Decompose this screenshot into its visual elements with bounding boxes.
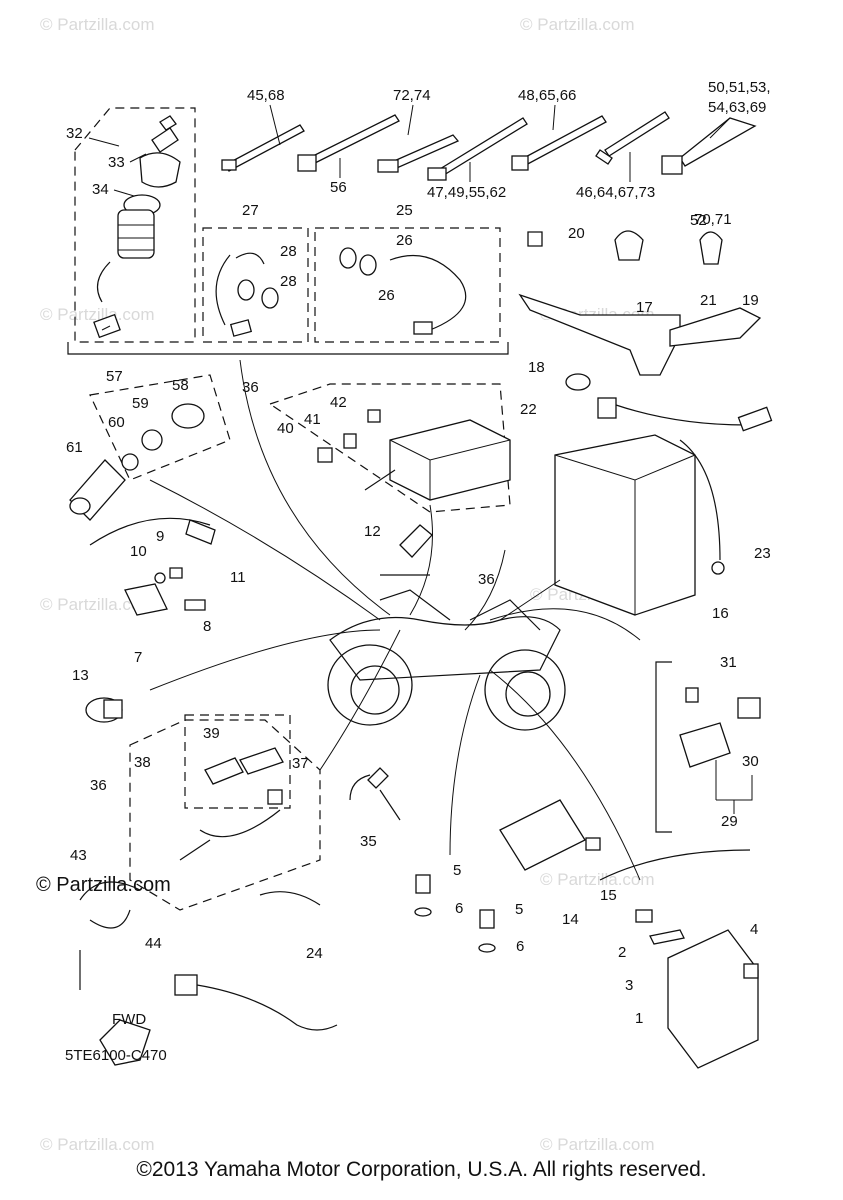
callout-29: 29 <box>721 813 738 830</box>
watermark: © Partzilla.com <box>40 595 155 614</box>
callout-70-71: 70,71 <box>694 211 732 228</box>
callout-6a: 6 <box>455 900 463 917</box>
watermark: © Partzilla.com <box>40 15 155 34</box>
callout-7: 7 <box>134 649 142 666</box>
callout-28b: 28 <box>280 273 297 290</box>
callout-42: 42 <box>330 394 347 411</box>
bolts <box>414 874 496 953</box>
fuse-box-group <box>268 383 511 513</box>
callout-6b: 6 <box>516 938 524 955</box>
callout-10: 10 <box>130 543 147 560</box>
cable-ties <box>221 111 757 181</box>
copyright-notice: ©2013 Yamaha Motor Corporation, U.S.A. A… <box>136 1158 707 1181</box>
aux-dc-jack-group <box>69 374 231 521</box>
callout-24: 24 <box>306 945 323 962</box>
diagram-code: 5TE6100-C470 <box>65 1047 167 1064</box>
callout-43: 43 <box>70 847 87 864</box>
battery <box>554 397 773 616</box>
callout-25: 25 <box>396 202 413 219</box>
callout-27: 27 <box>242 202 259 219</box>
neutral-switch <box>85 697 123 723</box>
callout-16: 16 <box>712 605 729 622</box>
callout-26b: 26 <box>378 287 395 304</box>
callout-9: 9 <box>156 528 164 545</box>
callout-22: 22 <box>520 401 537 418</box>
callout-15: 15 <box>600 887 617 904</box>
callout-45-68: 45,68 <box>247 87 285 104</box>
wire-harness-group <box>79 714 321 1066</box>
horn-group <box>89 517 216 616</box>
callout-38: 38 <box>134 754 151 771</box>
callout-47-49-55-62: 47,49,55,62 <box>427 184 506 201</box>
callout-32: 32 <box>66 125 83 142</box>
callout-14: 14 <box>562 911 579 928</box>
callout-59: 59 <box>132 395 149 412</box>
callout-20: 20 <box>568 225 585 242</box>
callout-37: 37 <box>292 755 309 772</box>
tail-light-bulb-group <box>314 227 501 343</box>
callout-23: 23 <box>754 545 771 562</box>
callout-12: 12 <box>364 523 381 540</box>
callout-52: 52 <box>690 212 707 229</box>
callout-13: 13 <box>72 667 89 684</box>
meter-bulb-group <box>202 227 309 343</box>
callout-72-74: 72,74 <box>393 87 431 104</box>
watermark: © Partzilla.com <box>40 305 155 324</box>
callout-19: 19 <box>742 292 759 309</box>
sub-lead <box>174 974 338 1031</box>
callout-26a: 26 <box>396 232 413 249</box>
callout-21: 21 <box>700 292 717 309</box>
callout-40: 40 <box>277 420 294 437</box>
callout-33: 33 <box>108 154 125 171</box>
callout-54-63-69: 54,63,69 <box>708 99 766 116</box>
watermark: © Partzilla.com <box>520 15 635 34</box>
callout-31: 31 <box>720 654 737 671</box>
watermark: © Partzilla.com <box>540 1135 655 1154</box>
callout-4: 4 <box>750 921 758 938</box>
watermark: © Partzilla.com <box>40 1135 155 1154</box>
callout-34: 34 <box>92 181 109 198</box>
cdi-unit <box>599 849 759 1069</box>
callout-60: 60 <box>108 414 125 431</box>
callout-50-51-53: 50,51,53, <box>708 79 771 96</box>
callout-18: 18 <box>528 359 545 376</box>
callout-11: 11 <box>230 569 246 586</box>
spark-plug <box>380 524 433 576</box>
callout-36c: 36 <box>90 777 107 794</box>
callout-5b: 5 <box>515 901 523 918</box>
callout-48-65-66: 48,65,66 <box>518 87 576 104</box>
callout-28a: 28 <box>280 243 297 260</box>
callout-1: 1 <box>635 1010 643 1027</box>
callout-61: 61 <box>66 439 83 456</box>
starter-relay-group <box>655 661 761 833</box>
callout-56: 56 <box>330 179 347 196</box>
callout-39: 39 <box>203 725 220 742</box>
partzilla-brand: © Partzilla.com <box>36 874 171 896</box>
callout-58: 58 <box>172 377 189 394</box>
callout-44: 44 <box>145 935 162 952</box>
callout-8: 8 <box>203 618 211 635</box>
callout-2: 2 <box>618 944 626 961</box>
battery-bracket <box>518 230 762 391</box>
fwd-label: FWD <box>112 1011 146 1028</box>
watermark: © Partzilla.com <box>540 870 655 889</box>
rectifier-regulator <box>499 799 601 871</box>
callout-36a: 36 <box>242 379 259 396</box>
callout-35: 35 <box>360 833 377 850</box>
atv-outline <box>327 589 566 731</box>
callout-46-64-67-73: 46,64,67,73 <box>576 184 655 201</box>
callout-57: 57 <box>106 368 123 385</box>
callout-17: 17 <box>636 299 653 316</box>
thermo-switch <box>349 767 401 821</box>
main-switch-group <box>74 107 196 343</box>
callout-3: 3 <box>625 977 633 994</box>
callout-41: 41 <box>304 411 321 428</box>
callout-5a: 5 <box>453 862 461 879</box>
callout-36b: 36 <box>478 571 495 588</box>
callout-30: 30 <box>742 753 759 770</box>
